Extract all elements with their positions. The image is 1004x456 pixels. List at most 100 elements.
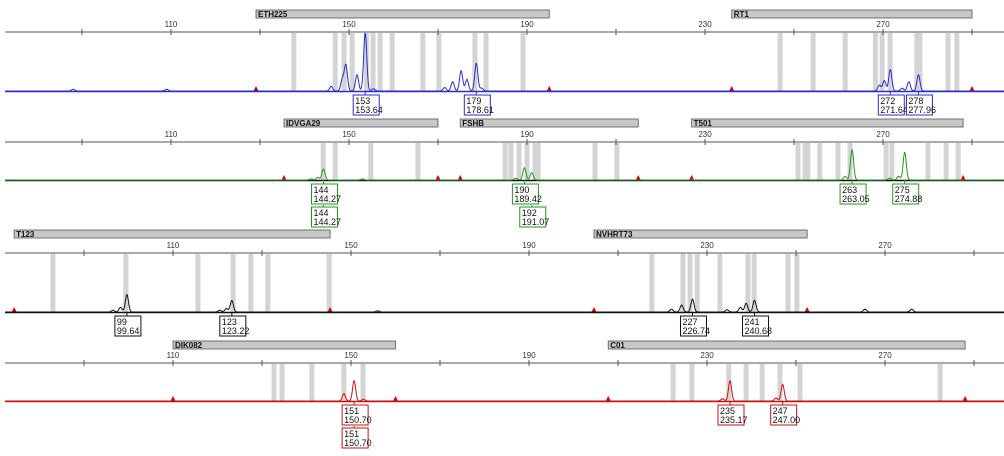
label-box xyxy=(114,315,142,337)
bin xyxy=(508,143,514,180)
allele-size: 99.64 xyxy=(117,326,140,336)
bin xyxy=(694,254,700,312)
tick-label: 110 xyxy=(167,241,180,250)
allele-size: 247.00 xyxy=(773,415,801,425)
bin xyxy=(751,254,757,312)
tick-label: 150 xyxy=(342,130,356,139)
allele-call: 179 xyxy=(466,96,481,106)
marker-boundary-triangle xyxy=(804,307,810,312)
trace-line xyxy=(5,293,1004,313)
bin xyxy=(524,143,530,180)
allele-size: 235.17 xyxy=(720,415,748,425)
bin xyxy=(123,254,129,312)
marker-boundary-triangle xyxy=(457,175,463,180)
marker-name: FSHB xyxy=(462,119,484,128)
allele-size: 189.42 xyxy=(514,194,542,204)
bin xyxy=(887,33,893,91)
tick-label: 110 xyxy=(165,130,178,139)
bin xyxy=(687,254,693,312)
marker-bar xyxy=(13,229,331,239)
marker-boundary-triangle xyxy=(689,175,695,180)
bin xyxy=(360,364,366,401)
bin xyxy=(810,33,816,91)
label-box xyxy=(905,94,933,116)
tick-label: 110 xyxy=(165,20,178,29)
bin xyxy=(248,254,254,312)
bin xyxy=(279,364,285,401)
bin xyxy=(535,143,541,180)
allele-call: 99 xyxy=(117,317,127,327)
label-box xyxy=(511,183,539,205)
label-box xyxy=(892,183,920,205)
allele-size: 150.70 xyxy=(344,438,372,448)
allele-size: 240.68 xyxy=(745,326,773,336)
bin xyxy=(592,143,598,180)
marker-boundary-triangle xyxy=(11,307,17,312)
label-box xyxy=(742,315,770,337)
bin xyxy=(842,33,848,91)
marker-bar xyxy=(593,229,808,239)
marker-boundary-triangle xyxy=(591,307,597,312)
bin xyxy=(805,143,811,180)
bin xyxy=(50,254,56,312)
bin xyxy=(516,143,522,180)
bin xyxy=(680,254,686,312)
bin xyxy=(649,254,655,312)
allele-call: 144 xyxy=(314,185,329,195)
bin xyxy=(917,33,923,91)
bin xyxy=(743,364,749,401)
allele-call: 247 xyxy=(773,406,788,416)
tick-label: 190 xyxy=(520,130,534,139)
marker-name: NVHRT73 xyxy=(596,230,633,239)
allele-size: 144.27 xyxy=(314,194,342,204)
label-box xyxy=(877,94,905,116)
marker-bar xyxy=(607,340,966,350)
marker-boundary-triangle xyxy=(962,396,968,401)
bin xyxy=(436,33,442,91)
tick-label: 190 xyxy=(522,351,536,360)
bin xyxy=(914,33,920,91)
bin xyxy=(341,364,347,401)
bin xyxy=(472,33,478,91)
bin xyxy=(370,33,376,91)
label-box xyxy=(463,94,491,116)
bin xyxy=(368,143,374,180)
marker-name: T123 xyxy=(16,230,35,239)
bin xyxy=(797,364,803,401)
bin xyxy=(271,364,277,401)
label-box xyxy=(519,206,547,228)
allele-size: 150.70 xyxy=(344,415,372,425)
bin xyxy=(955,143,961,180)
bin xyxy=(349,33,355,91)
allele-call: 153 xyxy=(355,96,370,106)
label-box xyxy=(352,94,380,116)
tick-label: 190 xyxy=(520,20,534,29)
bin xyxy=(925,143,931,180)
bin xyxy=(777,364,783,401)
bin xyxy=(363,33,369,91)
marker-bar xyxy=(255,9,550,19)
bin xyxy=(835,143,841,180)
bin xyxy=(785,254,791,312)
allele-call: 123 xyxy=(222,317,237,327)
marker-boundary-triangle xyxy=(605,396,611,401)
label-box xyxy=(341,427,369,449)
tick-label: 270 xyxy=(878,351,892,360)
bin xyxy=(759,364,765,401)
allele-size: 274.88 xyxy=(895,194,923,204)
trace-line xyxy=(5,148,1004,181)
allele-call: 278 xyxy=(908,96,923,106)
allele-call: 192 xyxy=(522,208,537,218)
tick-label: 270 xyxy=(878,241,892,250)
